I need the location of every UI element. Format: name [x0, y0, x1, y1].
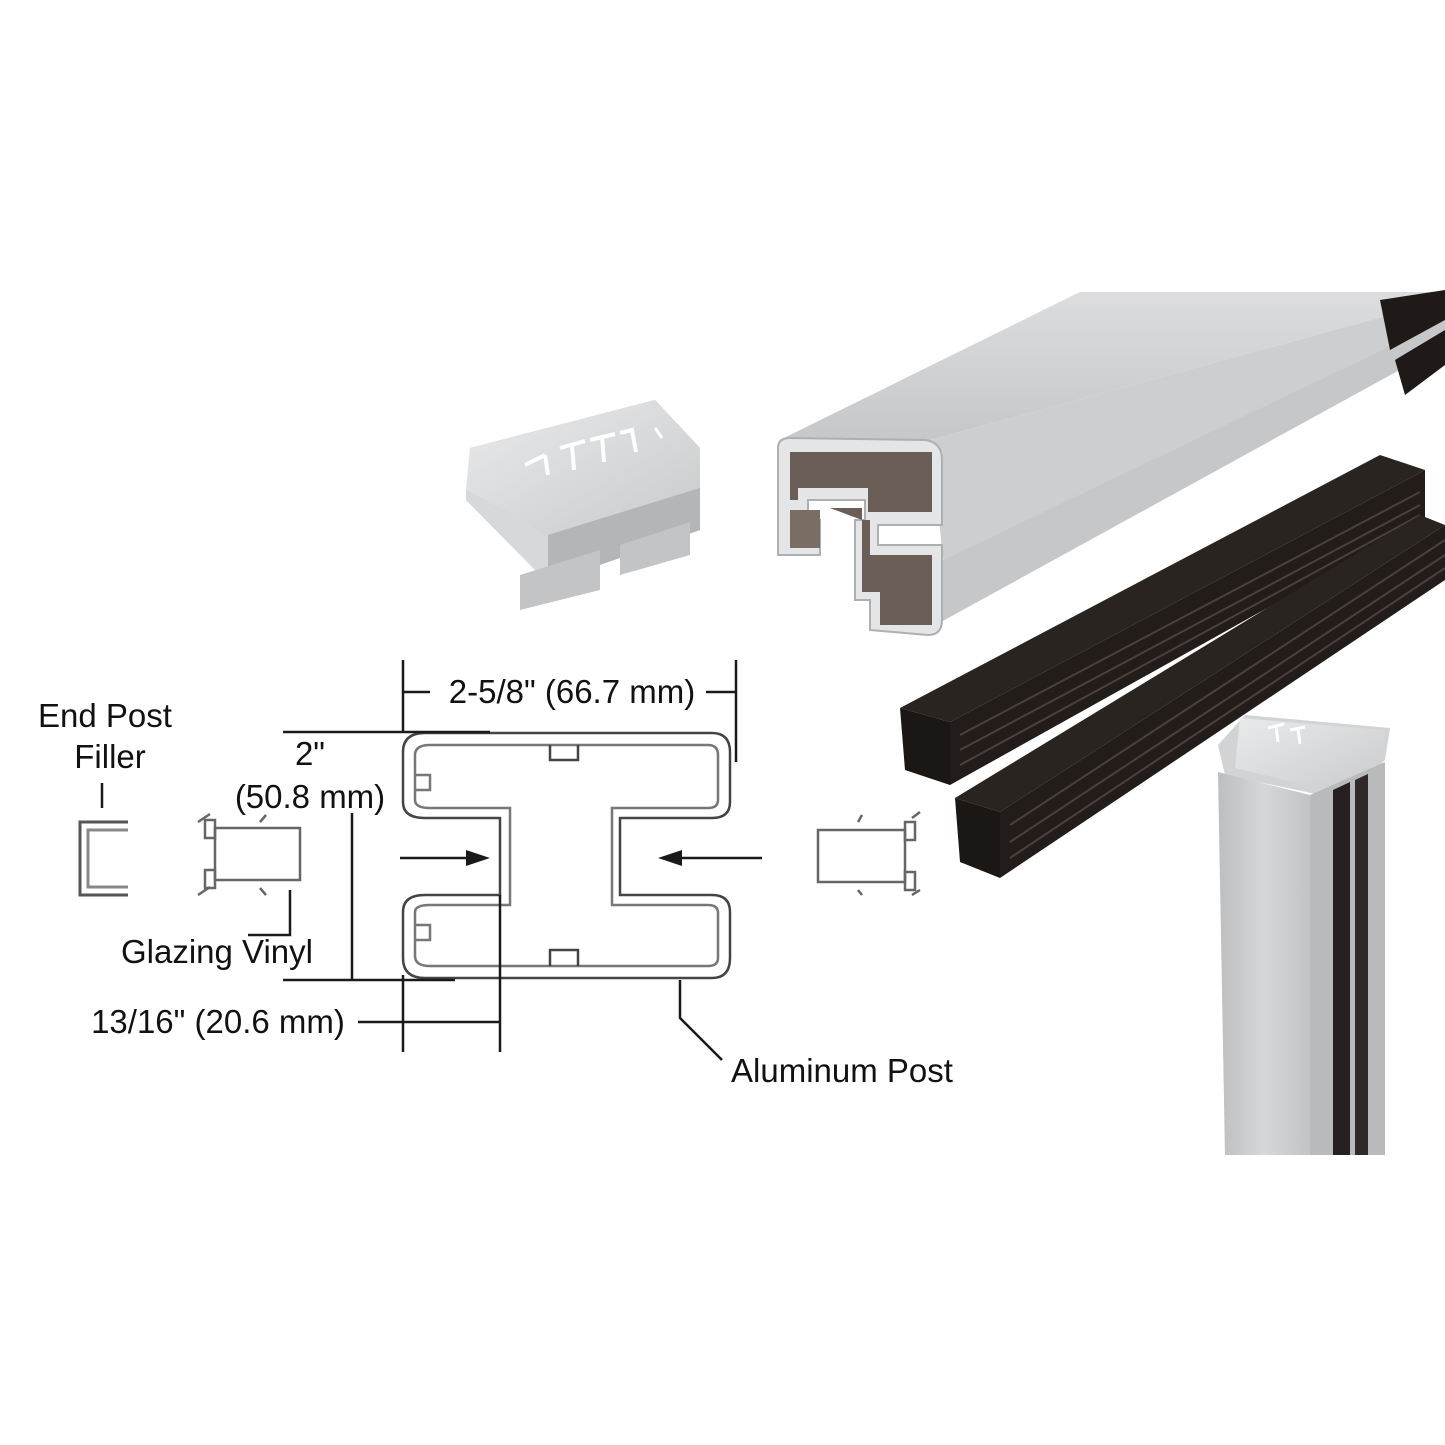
aluminum-post-label: Aluminum Post	[731, 1052, 953, 1089]
glazing-vinyl-strips-illustration	[900, 290, 1445, 878]
end-cap-illustration	[466, 400, 700, 610]
vertical-post-illustration	[1218, 715, 1390, 1155]
glazing-vinyl-label: Glazing Vinyl	[121, 933, 313, 970]
aluminum-post-rail-illustration	[777, 292, 1445, 637]
end-post-filler-profile	[78, 820, 128, 897]
callout-labels: End Post Filler 2-5/8" (66.7 mm) 2" (50.…	[38, 673, 953, 1089]
dimension-lines	[100, 660, 762, 1061]
glazing-vinyl-profile-right	[816, 811, 921, 897]
channel-dimension-label: 13/16" (20.6 mm)	[91, 1003, 345, 1040]
end-post-filler-label-line2: Filler	[74, 738, 146, 775]
height-dimension-label-line2: (50.8 mm)	[235, 778, 385, 815]
width-dimension-label: 2-5/8" (66.7 mm)	[449, 673, 695, 710]
end-post-filler-label-line1: End Post	[38, 697, 172, 734]
post-cross-section	[401, 731, 732, 980]
glazing-vinyl-profile-left	[197, 812, 302, 897]
height-dimension-label-line1: 2"	[295, 735, 325, 772]
